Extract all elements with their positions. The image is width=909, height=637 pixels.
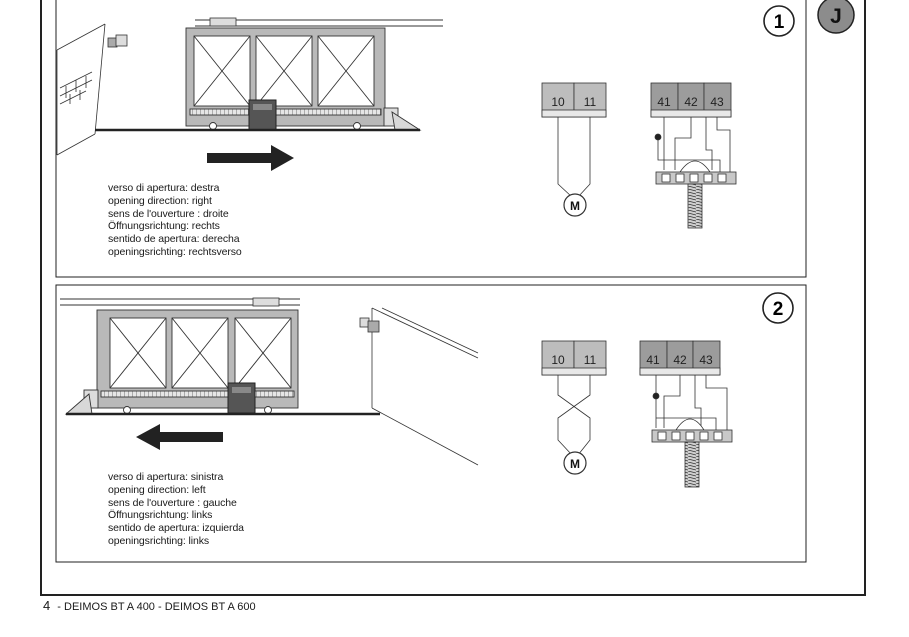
caption-line: sens de l'ouverture : droite bbox=[108, 207, 229, 220]
panel-1-motor-terminals: 10 11 M bbox=[541, 82, 607, 217]
footer-separator: - bbox=[57, 601, 61, 613]
panel-2-number: 2 bbox=[773, 299, 784, 320]
panel-2-limit-terminals: 41 42 43 bbox=[639, 340, 733, 488]
caption-line: opening direction: left bbox=[108, 483, 206, 496]
panel-1-terminal-11: 11 bbox=[584, 95, 597, 109]
panel-1-direction-arrow bbox=[207, 145, 294, 171]
panel-2-gate bbox=[64, 309, 299, 415]
outer-frame bbox=[40, 0, 866, 596]
page-number: 4 bbox=[43, 598, 51, 613]
panel-1-terminal-42: 42 bbox=[684, 95, 698, 109]
panel-2: 2 bbox=[55, 284, 807, 563]
panel-1-captions: verso di apertura: destra opening direct… bbox=[108, 182, 242, 259]
panel-2-terminal-42: 42 bbox=[673, 353, 687, 367]
panel-1-motor-symbol: M bbox=[570, 199, 580, 213]
caption-line: verso di apertura: sinistra bbox=[108, 471, 224, 483]
panel-2-motor-symbol: M bbox=[570, 457, 580, 471]
panel-1-terminal-41: 41 bbox=[657, 95, 671, 109]
panel-2-captions: verso di apertura: sinistra opening dire… bbox=[108, 471, 244, 548]
panel-1-limit-terminals: 41 42 43 bbox=[650, 82, 737, 229]
panel-2-motor-terminals: 10 11 M bbox=[541, 340, 607, 475]
page-footer: 4 - DEIMOS BT A 400 - DEIMOS BT A 600 bbox=[43, 598, 256, 613]
caption-line: verso di apertura: destra bbox=[108, 182, 220, 194]
panel-1-terminal-43: 43 bbox=[710, 95, 724, 109]
panel-1-border bbox=[55, 0, 807, 278]
caption-line: Öffnungsrichtung: rechts bbox=[108, 220, 220, 233]
panel-1-terminal-10: 10 bbox=[551, 95, 565, 109]
panel-2-terminal-10: 10 bbox=[551, 353, 565, 367]
panel-2-wall bbox=[359, 307, 479, 466]
panel-1: 1 bbox=[55, 0, 807, 278]
caption-line: Öffnungsrichtung: links bbox=[108, 509, 213, 522]
panel-1-gate bbox=[185, 27, 422, 131]
panel-2-terminal-43: 43 bbox=[699, 353, 713, 367]
caption-line: sentido de apertura: derecha bbox=[108, 233, 240, 246]
panel-1-wall bbox=[56, 23, 128, 156]
document-title: DEIMOS BT A 400 - DEIMOS BT A 600 bbox=[64, 601, 256, 613]
panel-2-terminal-11: 11 bbox=[584, 353, 597, 367]
section-badge: J bbox=[817, 0, 855, 34]
section-badge-letter: J bbox=[830, 5, 842, 28]
caption-line: sentido de apertura: izquierda bbox=[108, 522, 244, 535]
caption-line: opening direction: right bbox=[108, 194, 212, 207]
panel-2-border bbox=[55, 284, 807, 563]
panel-2-terminal-41: 41 bbox=[646, 353, 660, 367]
caption-line: openingsrichting: links bbox=[108, 534, 210, 547]
panel-2-direction-arrow bbox=[136, 424, 223, 450]
caption-line: openingsrichting: rechtsverso bbox=[108, 245, 242, 258]
caption-line: sens de l'ouverture : gauche bbox=[108, 496, 237, 509]
panel-1-number: 1 bbox=[774, 12, 785, 33]
